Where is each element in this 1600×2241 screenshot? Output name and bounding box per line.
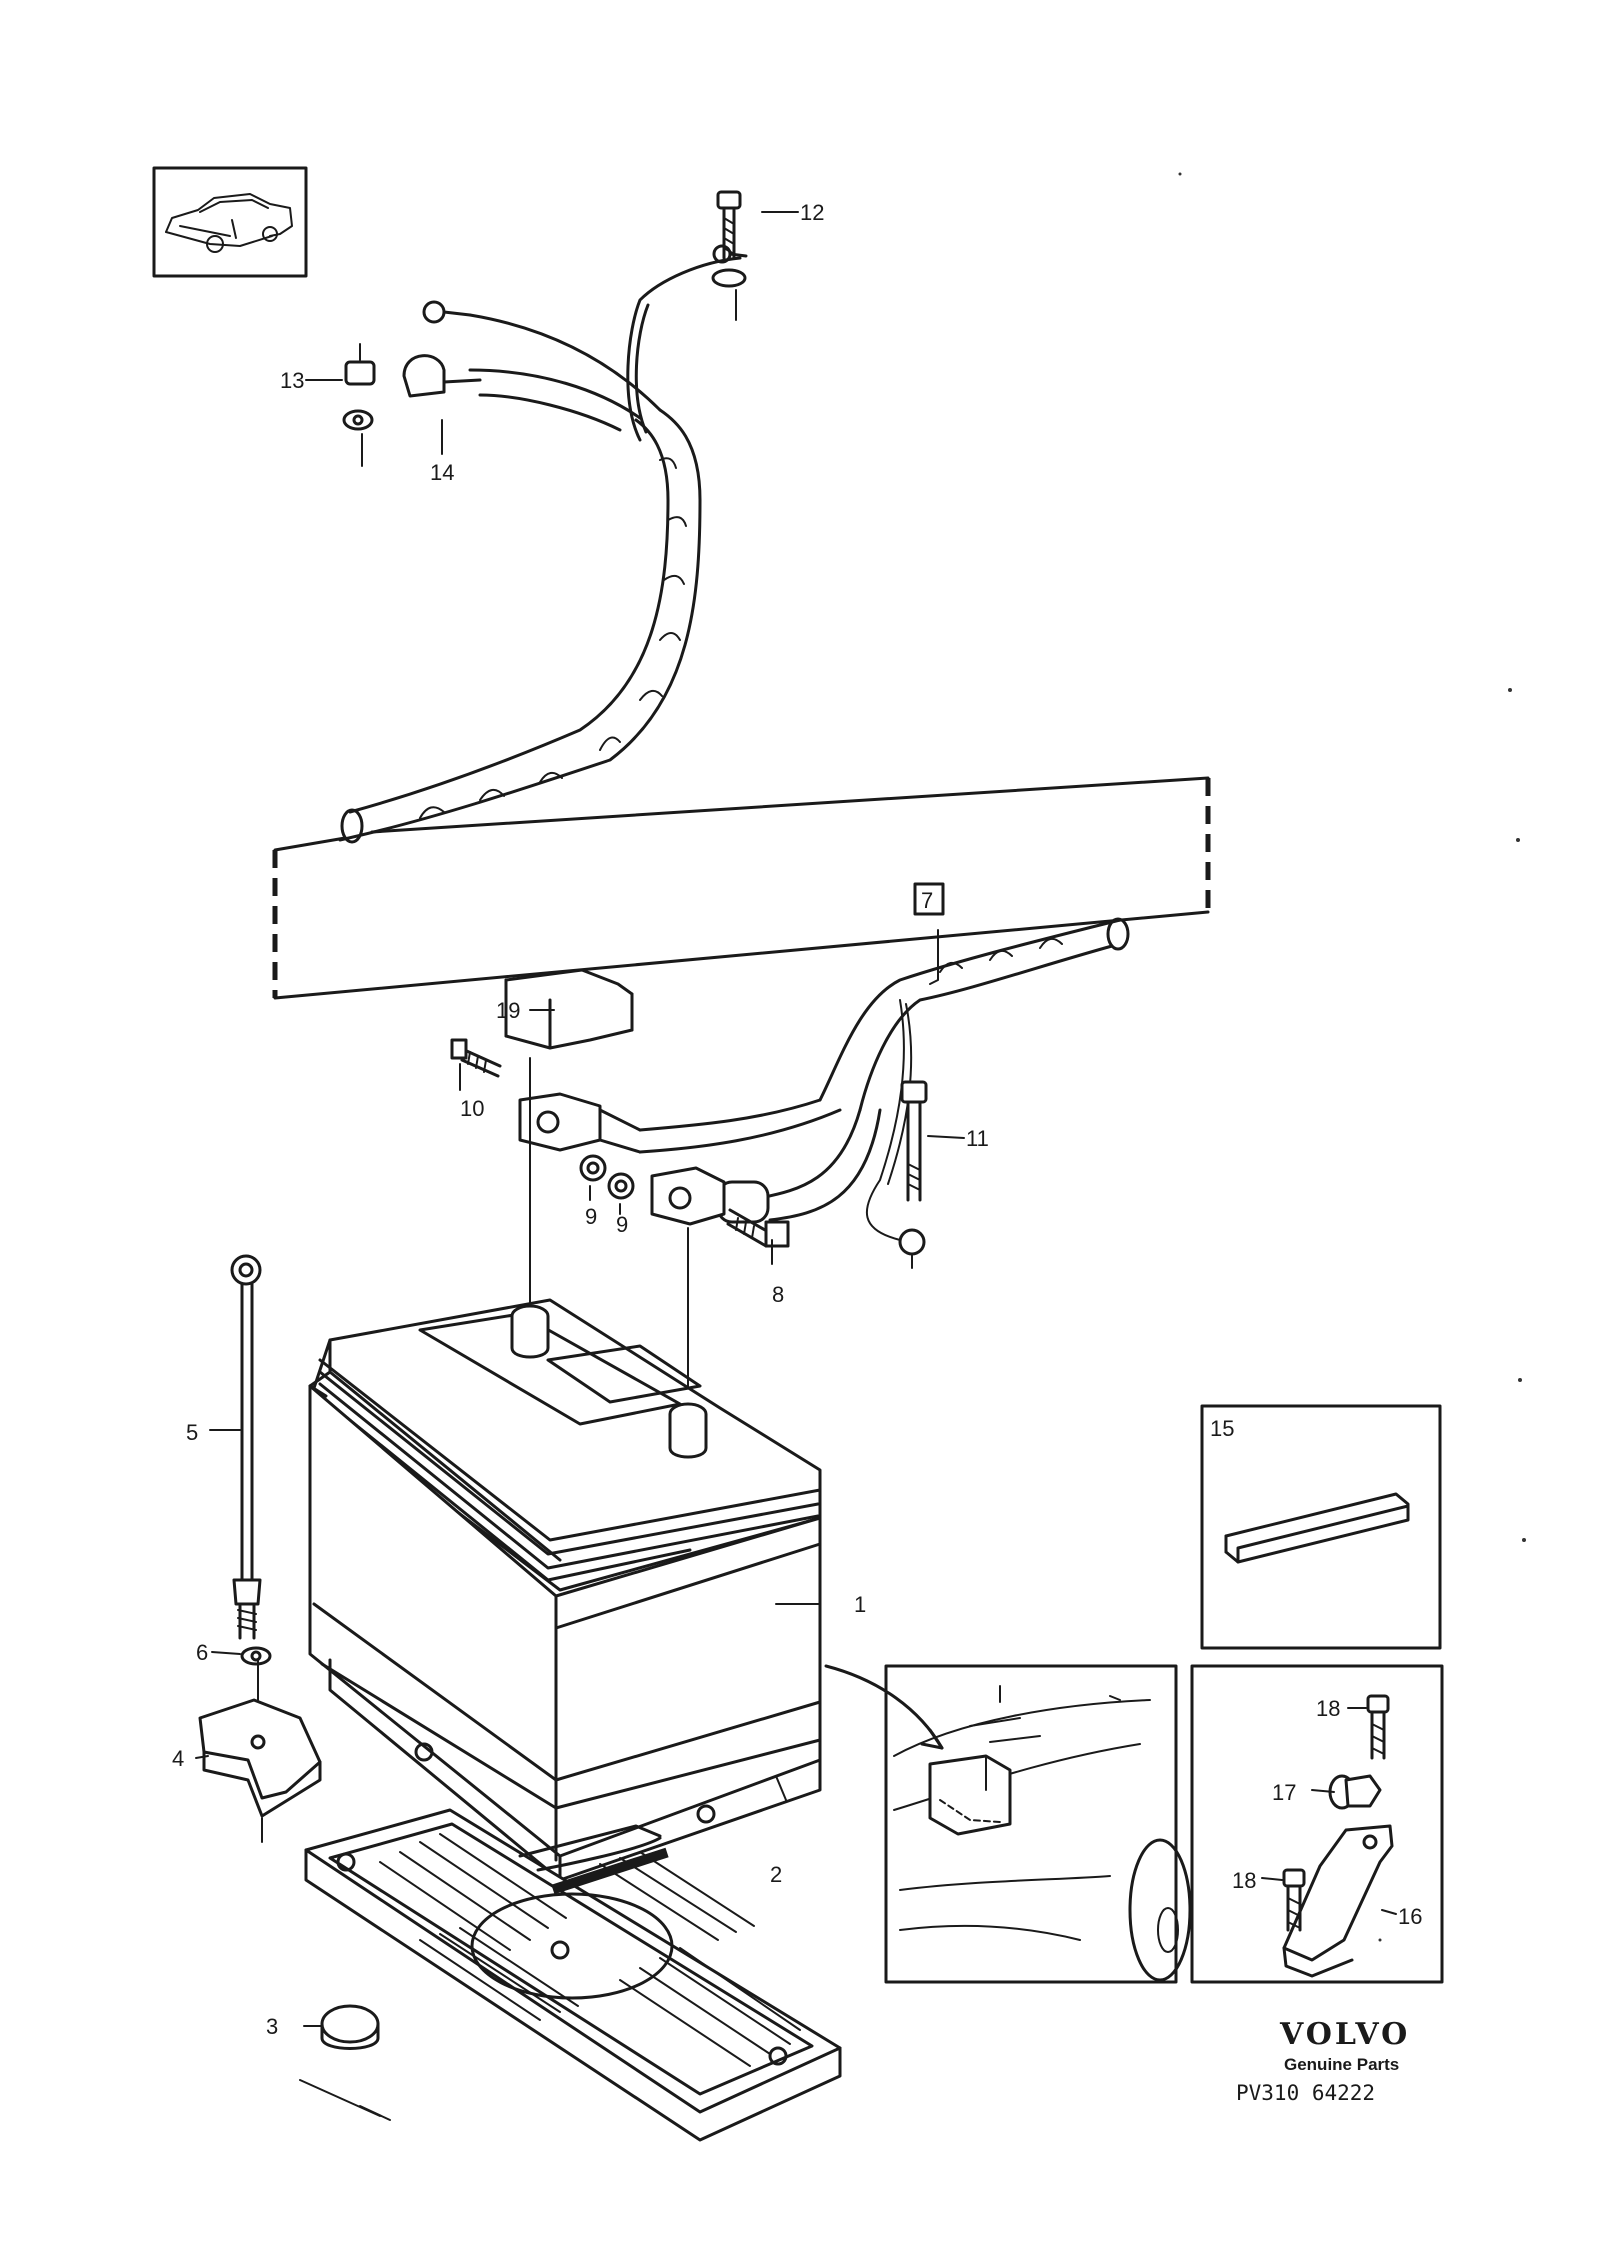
callout-18b: 18 bbox=[1232, 1868, 1256, 1893]
callout-14: 14 bbox=[430, 460, 454, 485]
callout-3: 3 bbox=[266, 2014, 278, 2039]
callout-1: 1 bbox=[854, 1592, 866, 1617]
callout-9b: 9 bbox=[616, 1212, 628, 1237]
callout-15: 15 bbox=[1210, 1416, 1234, 1441]
break-panel bbox=[272, 776, 1211, 1000]
callout-9a: 9 bbox=[585, 1204, 597, 1229]
inset-car-view bbox=[824, 1664, 1192, 1984]
scan-specks bbox=[1178, 172, 1526, 1942]
diagram-code: PV310 64222 bbox=[1236, 2081, 1375, 2105]
callout-12: 12 bbox=[800, 200, 824, 225]
hold-down-rod bbox=[230, 1254, 272, 1666]
leader-lines bbox=[195, 211, 1397, 2027]
car-thumbnail-icon bbox=[152, 166, 308, 278]
callout-8: 8 bbox=[772, 1282, 784, 1307]
callout-7: 7 bbox=[921, 888, 933, 913]
lower-cable-harness bbox=[638, 917, 1130, 1269]
inset-parts-16-18 bbox=[1190, 1664, 1444, 1984]
callout-19: 19 bbox=[496, 998, 520, 1023]
callout-18a: 18 bbox=[1316, 1696, 1340, 1721]
upper-cable-harness bbox=[338, 190, 748, 844]
hold-down-bracket bbox=[198, 1659, 322, 1843]
battery-tray bbox=[304, 1808, 842, 2142]
callout-11: 11 bbox=[966, 1126, 989, 1151]
callout-10: 10 bbox=[460, 1096, 484, 1121]
plug bbox=[299, 2004, 391, 2121]
volvo-logo: VOLVO bbox=[1279, 2017, 1410, 2052]
callout-16: 16 bbox=[1398, 1904, 1422, 1929]
callout-box-7 bbox=[913, 882, 945, 916]
callout-13: 13 bbox=[280, 368, 304, 393]
genuine-parts-label: Genuine Parts bbox=[1284, 2055, 1399, 2074]
callout-2: 2 bbox=[770, 1862, 782, 1887]
callout-6: 6 bbox=[196, 1640, 208, 1665]
callout-5: 5 bbox=[186, 1420, 198, 1445]
inset-part-15 bbox=[1200, 1404, 1442, 1650]
callout-17: 17 bbox=[1272, 1780, 1296, 1805]
battery bbox=[308, 1298, 822, 1882]
terminal-hardware bbox=[450, 968, 928, 1413]
callout-4: 4 bbox=[172, 1746, 184, 1771]
